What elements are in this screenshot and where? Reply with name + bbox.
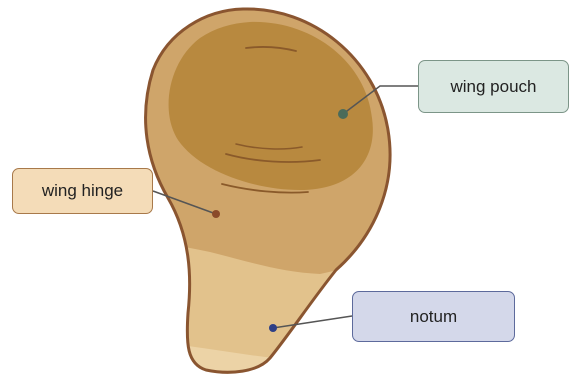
wing-pouch-marker — [338, 109, 348, 119]
wing-hinge-marker — [212, 210, 220, 218]
notum-label: notum — [352, 291, 515, 342]
wing-hinge-label: wing hinge — [12, 168, 153, 214]
wing-pouch-label: wing pouch — [418, 60, 569, 113]
notum-marker — [269, 324, 277, 332]
